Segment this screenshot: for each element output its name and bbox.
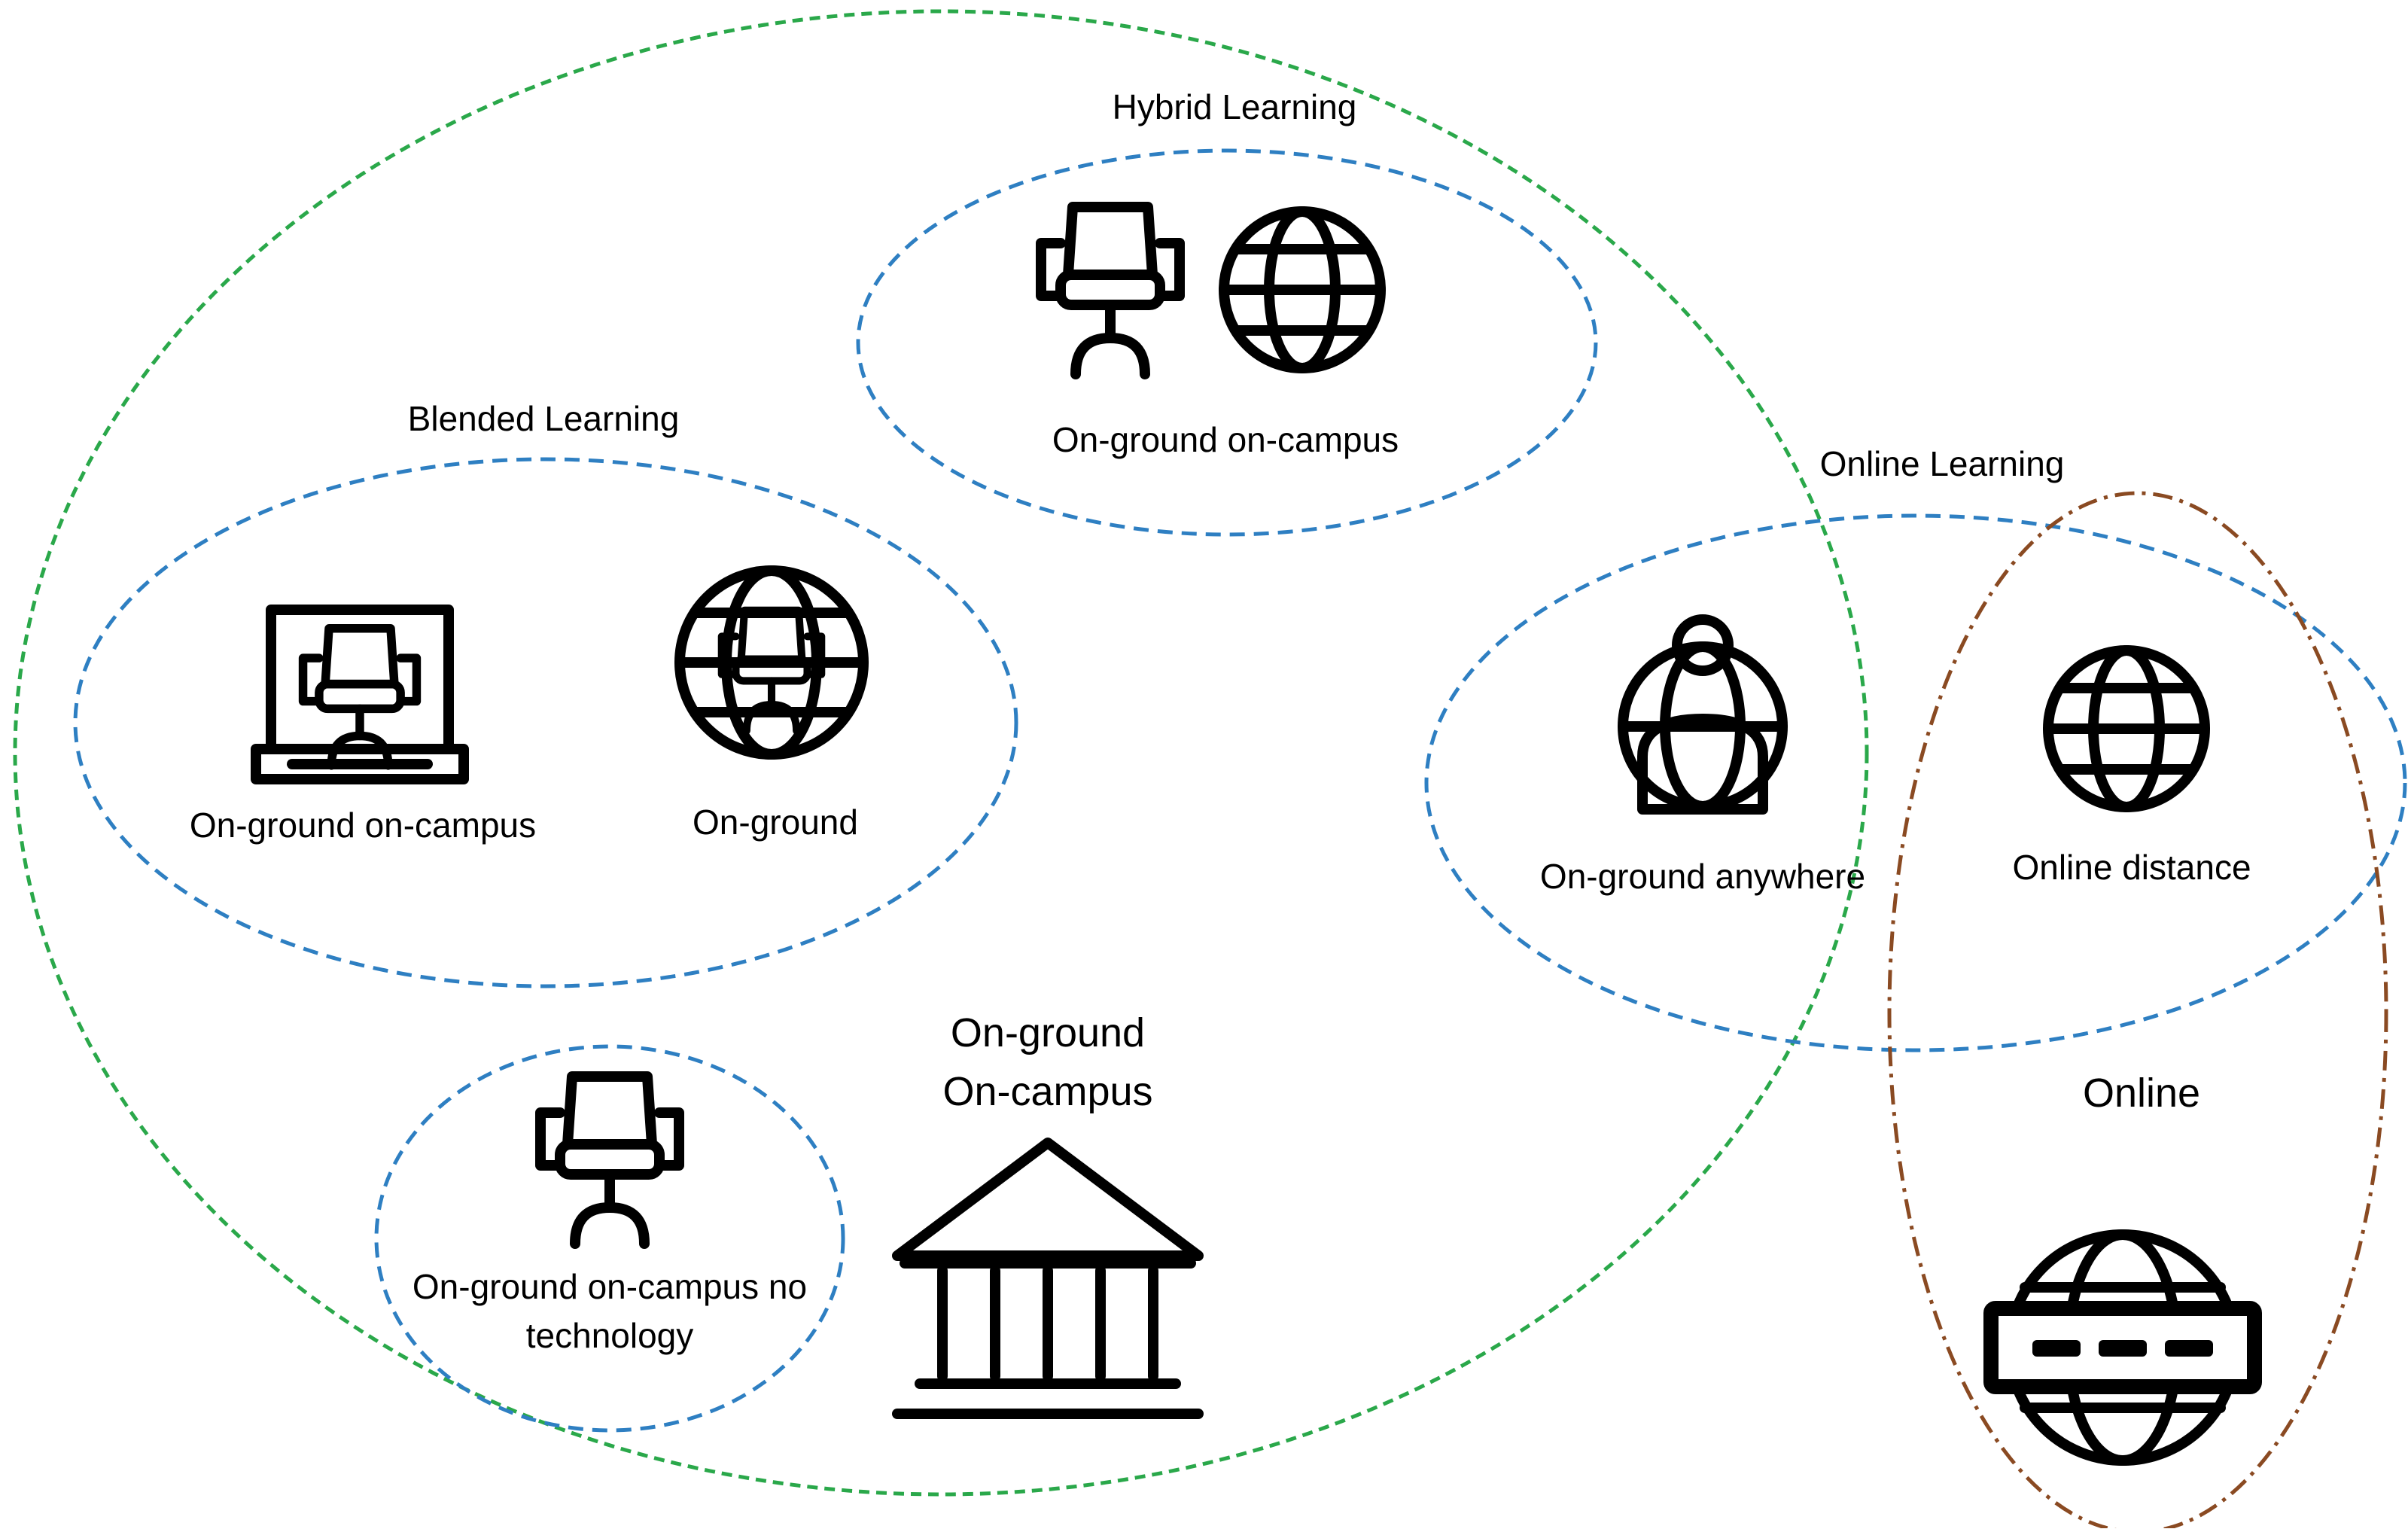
online-item-1-label: On-ground anywhere <box>1540 857 1865 896</box>
person-globe-icon <box>1618 614 1788 815</box>
blended-learning-title: Blended Learning <box>408 399 680 438</box>
campus-label-line-2: On-campus <box>942 1069 1152 1114</box>
no-technology-label-line-2: technology <box>526 1316 694 1355</box>
online-boundary <box>1887 491 2388 1532</box>
chair-icon <box>540 1077 679 1244</box>
blended-item-2-label: On-ground <box>693 803 858 842</box>
on-ground-on-campus-outer-boundary <box>13 9 1869 1497</box>
campus-label-line-1: On-ground <box>951 1010 1145 1055</box>
hybrid-learning-boundary <box>856 148 1598 537</box>
online-learning-boundary <box>1424 513 2407 1052</box>
blended-item-1-label: On-ground on-campus <box>190 806 536 845</box>
hybrid-learning-title: Hybrid Learning <box>1113 87 1357 126</box>
globe-icon <box>2048 650 2205 807</box>
online-item-2-label: Online distance <box>2012 848 2251 887</box>
chair-icon <box>1041 207 1180 374</box>
no-technology-boundary <box>374 1044 845 1433</box>
hybrid-item-label: On-ground on-campus <box>1052 420 1399 459</box>
globe-banner-icon <box>1983 1229 2262 1466</box>
no-technology-label-line-1: On-ground on-campus no <box>412 1267 807 1306</box>
blended-learning-boundary <box>73 457 1018 988</box>
online-learning-title: Online Learning <box>1820 444 2065 483</box>
campus-building-icon <box>897 1143 1198 1414</box>
globe-icon <box>1224 212 1381 368</box>
globe-chair-icon <box>674 565 869 760</box>
laptop-chair-icon <box>251 605 469 784</box>
online-label: Online <box>2083 1071 2200 1116</box>
